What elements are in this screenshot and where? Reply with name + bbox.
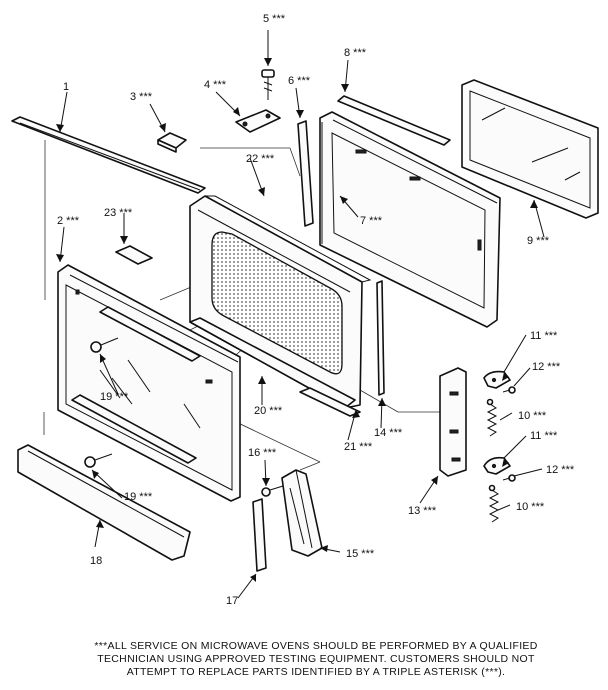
callout-11-a: 11 *** xyxy=(530,330,558,342)
part-10-spring-a xyxy=(486,398,498,437)
part-19-screw-b xyxy=(84,453,113,468)
callout-12-b: 12 *** xyxy=(546,464,575,476)
callout-4: 4 *** xyxy=(204,79,227,91)
callout-9: 9 *** xyxy=(527,235,550,247)
part-1-top-trim xyxy=(11,116,206,194)
callout-19-b: 19 *** xyxy=(124,491,153,503)
footnote-line-3: ATTEMPT TO REPLACE PARTS IDENTIFIED BY A… xyxy=(126,666,506,678)
panel-channel-strips xyxy=(71,306,201,464)
callout-3: 3 *** xyxy=(130,91,153,103)
callout-13: 13 *** xyxy=(408,505,437,517)
callout-10-a: 10 *** xyxy=(518,410,547,422)
callout-1: 1 xyxy=(63,81,69,93)
part-17-vertical-bar xyxy=(252,498,267,572)
part-3-latch xyxy=(157,132,187,153)
leader-arrowheads xyxy=(56,58,538,582)
part-7-inner-frame xyxy=(319,111,501,328)
part-20-bottom-strip xyxy=(189,317,361,417)
callout-22: 22 *** xyxy=(246,153,275,165)
part-18-bottom-trim xyxy=(17,444,191,561)
callout-11-b: 11 *** xyxy=(530,430,558,442)
part-13-latch-plate xyxy=(439,367,467,477)
part-23-pad xyxy=(115,245,153,265)
callout-labels: 1 2 *** 3 *** 4 *** 5 *** 6 *** 7 *** 8 … xyxy=(57,13,575,607)
callout-7: 7 *** xyxy=(360,215,383,227)
callout-17: 17 xyxy=(226,595,238,607)
service-footnote: ***ALL SERVICE ON MICROWAVE OVENS SHOULD… xyxy=(30,640,602,679)
callout-15: 15 *** xyxy=(346,548,375,560)
part-19-screw-a xyxy=(90,337,119,353)
callout-20: 20 *** xyxy=(254,405,283,417)
part-12-screw-b xyxy=(502,474,516,482)
part-4-bracket xyxy=(235,109,281,133)
part-8-gasket-strip xyxy=(337,95,451,146)
part-16-screw xyxy=(261,485,284,497)
callout-18: 18 xyxy=(90,555,102,567)
callout-5: 5 *** xyxy=(263,13,286,25)
callout-21: 21 *** xyxy=(344,441,373,453)
callout-14: 14 *** xyxy=(374,427,403,439)
part-12-screw-a xyxy=(502,386,516,394)
part-11-latch-hook-a xyxy=(483,370,511,389)
callout-19-a: 19 *** xyxy=(100,391,129,403)
footnote-line-1: ***ALL SERVICE ON MICROWAVE OVENS SHOULD… xyxy=(94,640,538,652)
callout-16: 16 *** xyxy=(248,447,277,459)
callout-10-b: 10 *** xyxy=(516,501,545,513)
callout-6: 6 *** xyxy=(288,75,311,87)
callout-8: 8 *** xyxy=(344,47,367,59)
part-15-handle xyxy=(281,469,323,557)
part-6-side-strip xyxy=(297,120,314,227)
part-2-outer-door-panel xyxy=(57,264,241,502)
callout-2: 2 *** xyxy=(57,215,80,227)
callout-12-a: 12 *** xyxy=(532,361,561,373)
part-10-spring-b xyxy=(488,484,500,523)
part-14-thin-strip xyxy=(376,280,385,396)
callout-23: 23 *** xyxy=(104,207,133,219)
part-5-screw xyxy=(261,69,275,100)
part-9-glass-panel xyxy=(461,79,599,219)
footnote-line-2: TECHNICIAN USING APPROVED TESTING EQUIPM… xyxy=(97,653,535,665)
